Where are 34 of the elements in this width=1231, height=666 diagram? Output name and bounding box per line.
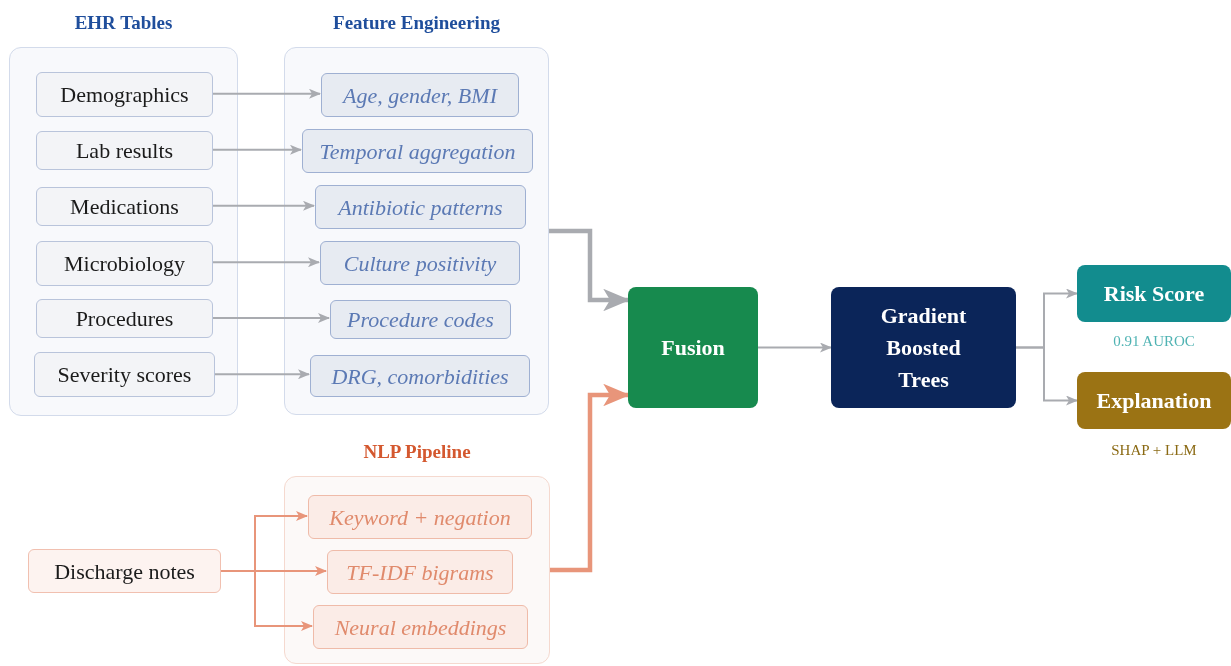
arrow [213, 369, 310, 380]
feature-box: Antibiotic patterns [315, 185, 526, 229]
arrow [211, 257, 320, 268]
feature-box: Procedure codes [330, 300, 511, 339]
arrow [211, 313, 330, 323]
arrow [757, 342, 832, 353]
feature-box: Age, gender, BMI [321, 73, 519, 117]
arrow [220, 570, 313, 631]
output-box: Explanation [1077, 372, 1231, 429]
method-box: Keyword + negation [308, 495, 532, 539]
panel-heading: EHR Tables [74, 11, 173, 35]
method-box: TF-IDF bigrams [327, 550, 513, 594]
arrow [211, 200, 315, 211]
model-box: Gradient Boosted Trees [831, 287, 1016, 408]
source-box: Discharge notes [28, 549, 221, 593]
method-box: Neural embeddings [313, 605, 528, 649]
output-box: Risk Score [1077, 265, 1231, 322]
metric-label: 0.91 AUROC [1112, 332, 1196, 351]
arrow [211, 88, 321, 99]
feature-box: DRG, comorbidities [310, 355, 530, 397]
table-box: Medications [36, 187, 213, 226]
table-box: Demographics [36, 72, 213, 117]
arrow [211, 144, 302, 155]
table-box: Procedures [36, 299, 213, 338]
panel-heading: Feature Engineering [333, 11, 500, 35]
metric-label: SHAP + LLM [1110, 441, 1198, 460]
table-box: Severity scores [34, 352, 215, 397]
table-box: Lab results [36, 131, 213, 170]
process-box: Fusion [628, 287, 758, 408]
arrow [1015, 346, 1078, 406]
feature-box: Culture positivity [320, 241, 520, 285]
panel-heading: NLP Pipeline [363, 440, 471, 464]
table-box: Microbiology [36, 241, 213, 286]
feature-box: Temporal aggregation [302, 129, 533, 173]
